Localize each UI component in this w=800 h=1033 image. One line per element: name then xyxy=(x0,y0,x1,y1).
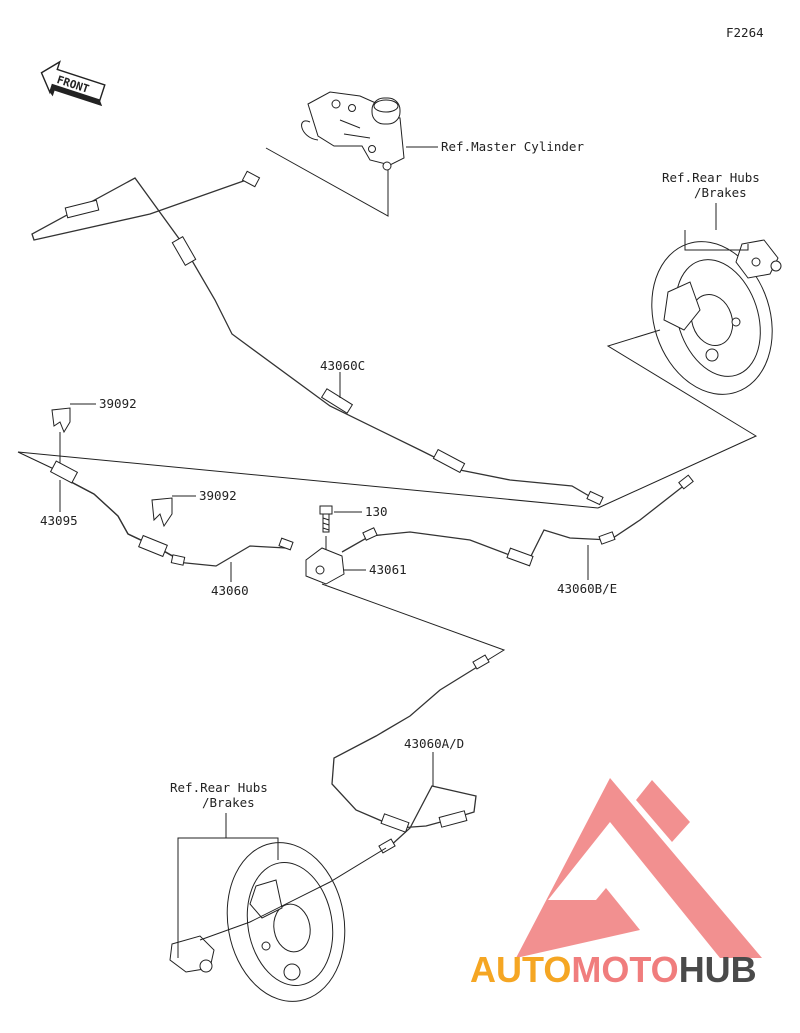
part-label-43060c: 43060C xyxy=(320,358,365,373)
rear-hub-top-right xyxy=(651,239,782,395)
part-label-130: 130 xyxy=(365,504,388,519)
watermark-auto: AUTO xyxy=(470,949,571,990)
brake-line-43060ad xyxy=(331,654,490,854)
clip-39092-middle xyxy=(151,497,173,528)
clip-39092-top xyxy=(51,407,71,434)
brake-line-43060c xyxy=(31,170,604,506)
brake-line-43060be xyxy=(341,474,694,567)
part-label-39092-middle: 39092 xyxy=(199,488,237,503)
watermark-hub: HUB xyxy=(679,949,757,990)
part-label-43095: 43095 xyxy=(40,513,78,528)
master-cylinder xyxy=(301,91,405,171)
part-label-43061: 43061 xyxy=(369,562,407,577)
brake-joint-43061 xyxy=(305,536,345,585)
part-label-43060ad: 43060A/D xyxy=(404,736,464,751)
diagram-code: F2264 xyxy=(726,25,764,40)
ref-rear-hubs-top-label-2: /Brakes xyxy=(694,185,747,200)
automotohub-logo-icon xyxy=(516,778,762,958)
ref-master-cylinder-label: Ref.Master Cylinder xyxy=(441,139,584,154)
bolt-130 xyxy=(319,505,333,533)
brake-line-43060 xyxy=(170,537,294,567)
brake-hose-43095 xyxy=(49,460,177,559)
rear-hub-bottom-left xyxy=(169,842,346,1002)
part-label-39092-top: 39092 xyxy=(99,396,137,411)
watermark-text: AUTOMOTOHUB xyxy=(470,949,757,990)
ref-rear-hubs-bottom-label-1: Ref.Rear Hubs xyxy=(170,780,268,795)
front-arrow-icon: FRONT xyxy=(40,60,106,107)
ref-rear-hubs-top-label-1: Ref.Rear Hubs xyxy=(662,170,760,185)
part-label-43060: 43060 xyxy=(211,583,249,598)
watermark-moto: MOTO xyxy=(571,949,678,990)
part-label-43060be: 43060B/E xyxy=(557,581,617,596)
ref-rear-hubs-bottom-label-2: /Brakes xyxy=(202,795,255,810)
